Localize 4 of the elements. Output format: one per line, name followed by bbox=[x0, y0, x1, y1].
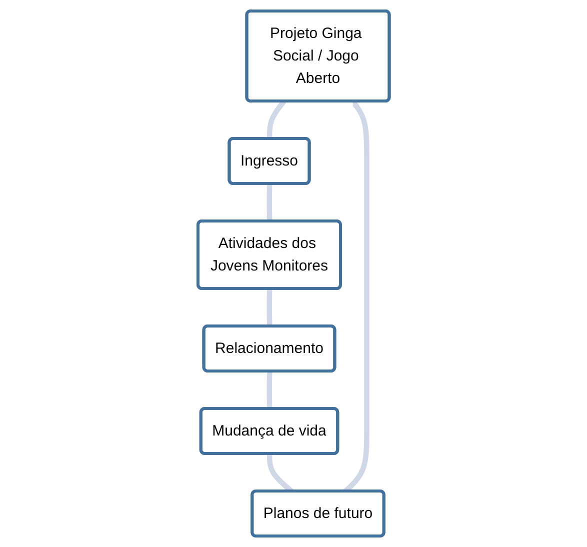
connector bbox=[266, 184, 272, 222]
connector bbox=[266, 288, 272, 326]
cycle-diagram: Projeto Ginga Social / Jogo Aberto Ingresso Atividades dos Jovens Monitores Relacionamento Mudança de vida Planos de futuro bbox=[192, 5, 396, 542]
connector bbox=[266, 371, 272, 409]
